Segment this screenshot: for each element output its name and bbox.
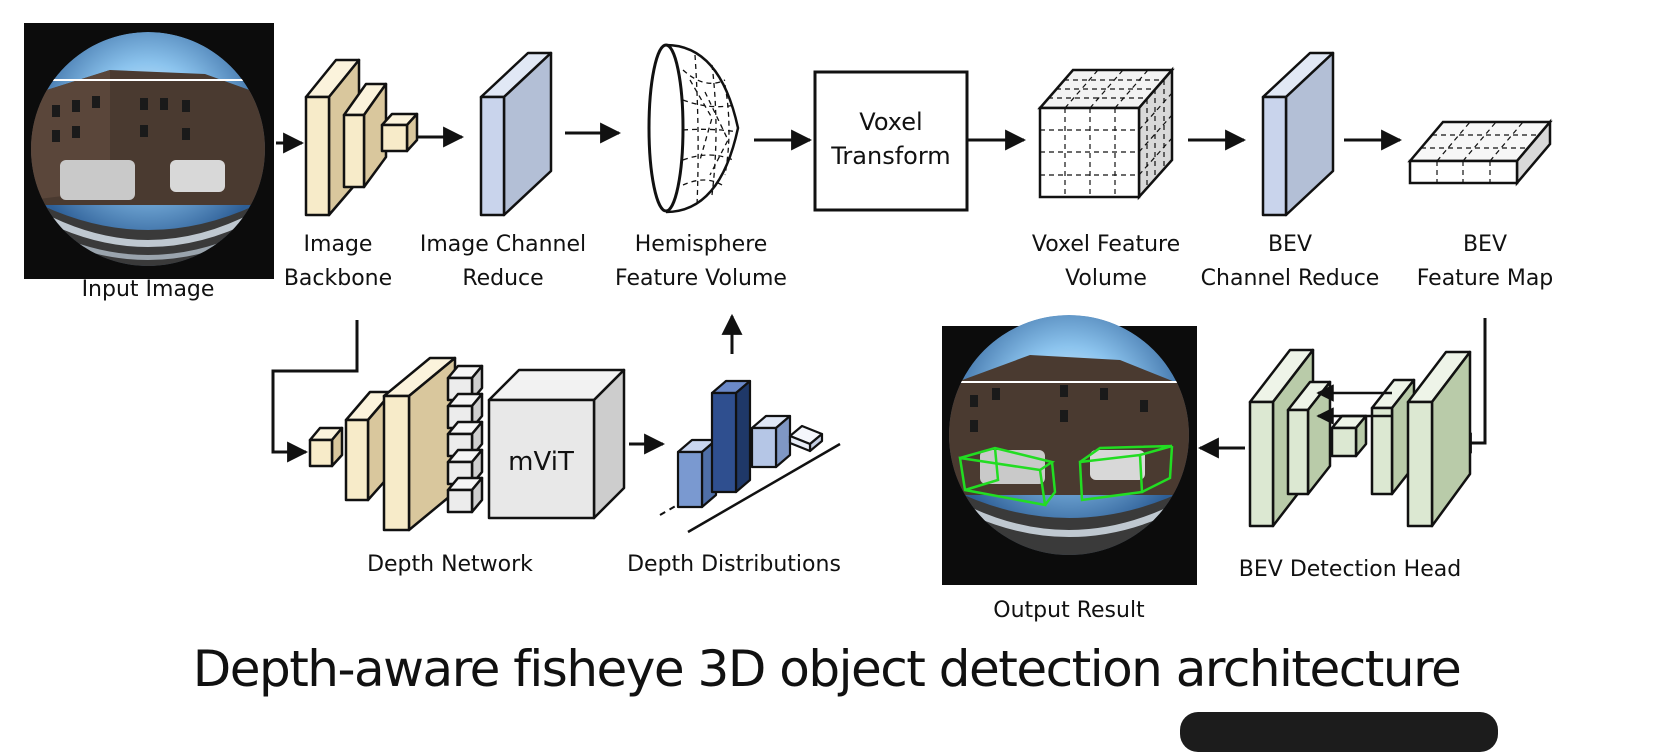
bev-channel-reduce-label-line1: BEV	[1268, 232, 1312, 257]
bev-detection-head-blocks	[1248, 348, 1472, 528]
bev-feature-map-label-line2: Feature Map	[1417, 266, 1554, 291]
image-backbone-label-line2: Backbone	[284, 266, 392, 291]
hemisphere-feature-volume-label-line2: Feature Volume	[615, 266, 787, 291]
architecture-diagram: Input Image Image Backbone Image Channel…	[24, 23, 1554, 623]
hemisphere-feature-volume-label-line1: Hemisphere	[635, 232, 768, 257]
image-channel-reduce-label-line1: Image Channel	[420, 232, 586, 257]
bev-channel-reduce-block	[1261, 51, 1335, 217]
depth-network-label: Depth Network	[367, 552, 533, 577]
output-result-image	[942, 315, 1197, 585]
depth-bars-icon	[659, 379, 841, 534]
image-channel-reduce-block	[479, 51, 553, 217]
voxel-transform-label-line2: Transform	[830, 142, 950, 170]
image-backbone-blocks	[304, 58, 419, 217]
output-result-label: Output Result	[993, 598, 1145, 623]
image-backbone-label-line1: Image	[304, 232, 373, 257]
arrow-backbone-to-depth-network	[271, 320, 359, 463]
figure-caption: Depth-aware fisheye 3D object detection …	[192, 640, 1462, 698]
voxel-transform-label-line1: Voxel	[859, 108, 922, 136]
bev-feature-map-icon	[1407, 118, 1553, 187]
detection-box-left	[958, 446, 1057, 507]
depth-distributions-label: Depth Distributions	[627, 552, 841, 577]
input-image	[24, 23, 274, 279]
mvit-label: mViT	[508, 447, 574, 477]
voxel-cube-icon	[1037, 66, 1175, 201]
voxel-feature-volume-label-line1: Voxel Feature	[1032, 232, 1180, 257]
hemisphere-icon	[647, 43, 740, 214]
bottom-overlay-bar[interactable]	[1180, 712, 1498, 752]
voxel-feature-volume-label-line2: Volume	[1065, 266, 1147, 291]
bev-detection-head-label: BEV Detection Head	[1239, 557, 1461, 582]
image-channel-reduce-label-line2: Reduce	[462, 266, 543, 291]
voxel-transform-box	[813, 70, 969, 212]
bev-feature-map-label-line1: BEV	[1463, 232, 1507, 257]
input-image-label: Input Image	[82, 277, 215, 302]
bev-channel-reduce-label-line2: Channel Reduce	[1201, 266, 1380, 291]
depth-network-blocks	[308, 356, 626, 532]
detection-box-right	[1078, 444, 1174, 502]
